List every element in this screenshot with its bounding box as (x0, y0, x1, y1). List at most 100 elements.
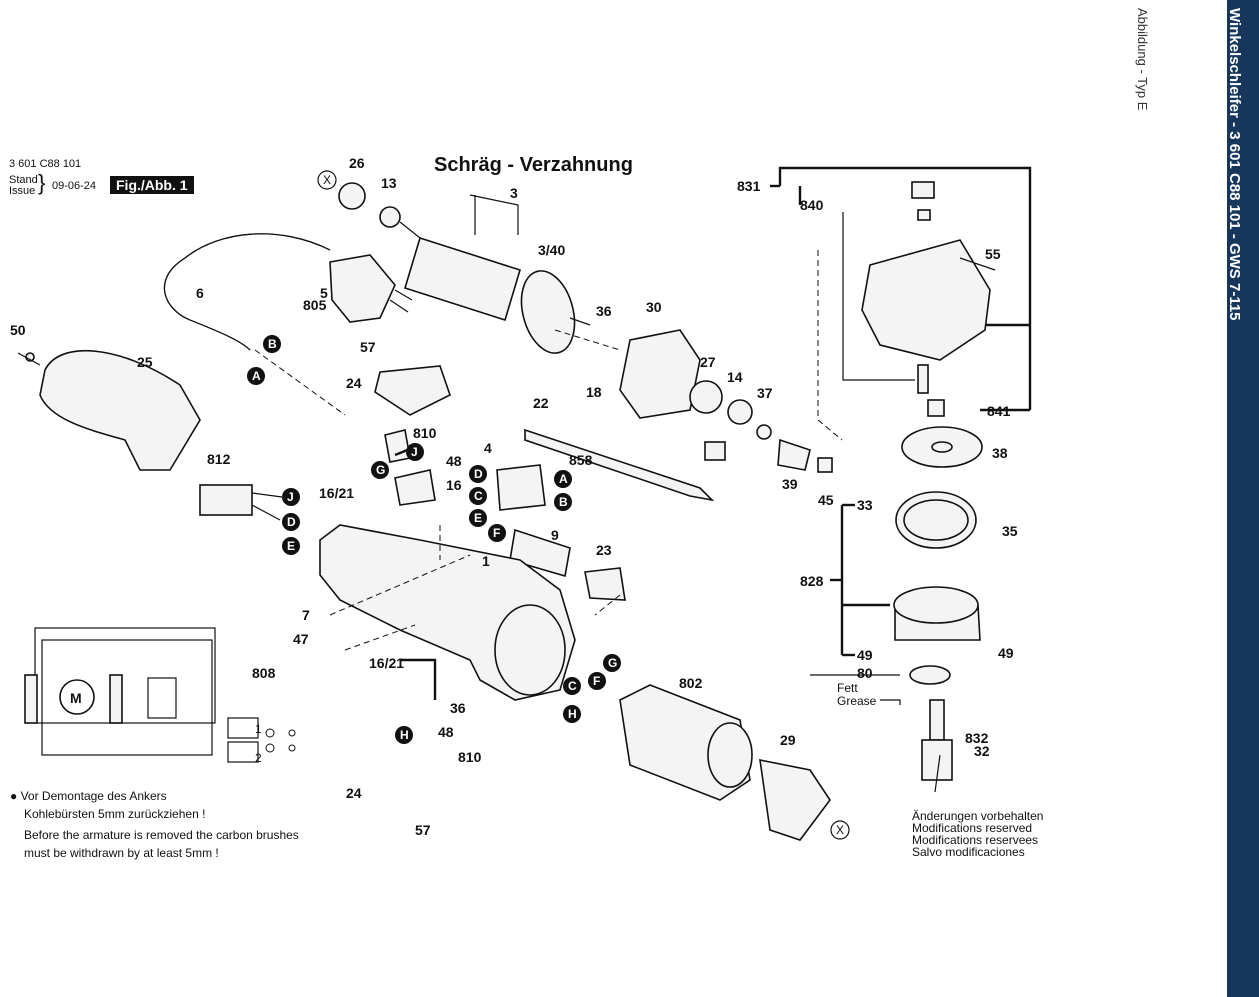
connector-e-6: E (469, 509, 487, 527)
sidebar-title: Winkelschleifer - 3 601 C88 101 - GWS 7-… (1226, 8, 1243, 321)
connector-a-3: A (554, 470, 572, 488)
figure-badge: Fig./Abb. 1 (110, 176, 194, 194)
svg-text:H: H (400, 728, 409, 742)
part-label-39: 39 (782, 476, 798, 492)
part-label-80: 80 (857, 665, 873, 681)
switch-pos-1: 1 (255, 722, 262, 736)
part-label-25: 25 (137, 354, 153, 370)
svg-text:B: B (268, 337, 277, 351)
part-label-48-b2: 48 (438, 724, 454, 740)
stand-label: Stand (9, 174, 38, 186)
part-label-808: 808 (252, 665, 276, 681)
part-label-23: 23 (596, 542, 612, 558)
connector-j-9: J (406, 443, 424, 461)
part-label-36: 36 (596, 303, 612, 319)
disclaimer: Änderungen vorbehalten Modifications res… (912, 810, 1043, 858)
note-line-2: Kohlebürsten 5mm zurückziehen ! (24, 807, 206, 821)
connector-c-4: C (469, 487, 487, 505)
part-label-812: 812 (207, 451, 231, 467)
part-label-49: 49 (857, 647, 873, 663)
part-label-831: 831 (737, 178, 761, 194)
power-cable (163, 233, 331, 351)
connector-e-12: E (282, 537, 300, 555)
issue-label: Issue (9, 185, 36, 197)
part-label-5: 5 (320, 285, 328, 301)
svg-text:B: B (559, 495, 568, 509)
part-label-30: 30 (646, 299, 662, 315)
spindle (921, 699, 953, 781)
part-label-33: 33 (857, 497, 873, 513)
part-label-1: 1 (482, 553, 490, 569)
gear-head-cover (861, 181, 996, 417)
bearing-flange (893, 491, 981, 685)
disclaimer-en: Modifications reserved (912, 821, 1033, 835)
part-label-55: 55 (985, 246, 1001, 262)
part-label-45: 45 (818, 492, 834, 508)
part-label-810: 810 (413, 425, 437, 441)
part-label-802: 802 (679, 675, 703, 691)
part-label-805: 805 (303, 297, 327, 313)
part-label-858: 858 (569, 452, 593, 468)
note-line-1: ● Vor Demontage des Ankers (10, 789, 167, 803)
connector-b-2: B (554, 493, 572, 511)
part-label-18: 18 (586, 384, 602, 400)
svg-text:H: H (568, 707, 577, 721)
grease-label-de: Fett (837, 681, 858, 695)
part-label-32: 32 (974, 743, 990, 759)
armature (338, 182, 591, 354)
svg-text:A: A (559, 472, 568, 486)
svg-text:J: J (411, 445, 418, 459)
gear-housing-body (319, 524, 576, 701)
part-label-4: 4 (484, 440, 492, 456)
disclaimer-fr: Modifications reservees (912, 833, 1039, 847)
part-label-840: 840 (800, 197, 824, 213)
connector-g-8: G (371, 461, 389, 479)
motor-symbol: M (70, 690, 82, 706)
motor-housing (17, 350, 201, 471)
svg-text:D: D (287, 515, 296, 529)
svg-text:G: G (376, 463, 385, 477)
fan-guide (524, 329, 833, 841)
part-label-9: 9 (551, 527, 559, 543)
part-label-832: 832 (965, 730, 989, 746)
part-label-49-b6: 49 (998, 645, 1014, 661)
connector-b-1: B (263, 335, 281, 353)
part-label-47: 47 (293, 631, 309, 647)
note-line-4: must be withdrawn by at least 5mm ! (24, 846, 219, 860)
connector-c-15: C (563, 677, 581, 695)
part-label-7: 7 (302, 607, 310, 623)
part-label-16-21: 16/21 (319, 485, 354, 501)
part-label-810-b3: 810 (458, 749, 482, 765)
part-label-36-b1: 36 (450, 700, 466, 716)
brace: } (38, 170, 46, 195)
part-label-14: 14 (727, 369, 743, 385)
connector-g-13: G (603, 654, 621, 672)
svg-text:J: J (287, 490, 294, 504)
switch-pos-2: 2 (255, 751, 262, 765)
part-label-3-40: 3/40 (538, 242, 565, 258)
part-label-24: 24 (346, 375, 362, 391)
connector-j-10: J (282, 488, 300, 506)
svg-text:F: F (593, 674, 600, 688)
part-label-50: 50 (10, 322, 26, 338)
part-label-24-b4: 24 (346, 785, 362, 801)
svg-text:E: E (287, 539, 295, 553)
part-label-48: 48 (446, 453, 462, 469)
note-line-3: Before the armature is removed the carbo… (24, 828, 299, 842)
part-label-35: 35 (1002, 523, 1018, 539)
diagram-title: Schräg - Verzahnung (434, 154, 633, 176)
svg-text:E: E (474, 511, 482, 525)
part-label-26: 26 (349, 155, 365, 171)
svg-text:X: X (836, 823, 844, 837)
connector-h-17: H (395, 726, 413, 744)
part-label-22: 22 (533, 395, 549, 411)
part-label-16-21-b0: 16/21 (369, 655, 404, 671)
part-label-38: 38 (992, 445, 1008, 461)
part-label-27: 27 (700, 354, 716, 370)
connector-d-11: D (282, 513, 300, 531)
part-label-57-b5: 57 (415, 822, 431, 838)
disclaimer-es: Salvo modificaciones (912, 845, 1025, 859)
part-label-13: 13 (381, 175, 397, 191)
